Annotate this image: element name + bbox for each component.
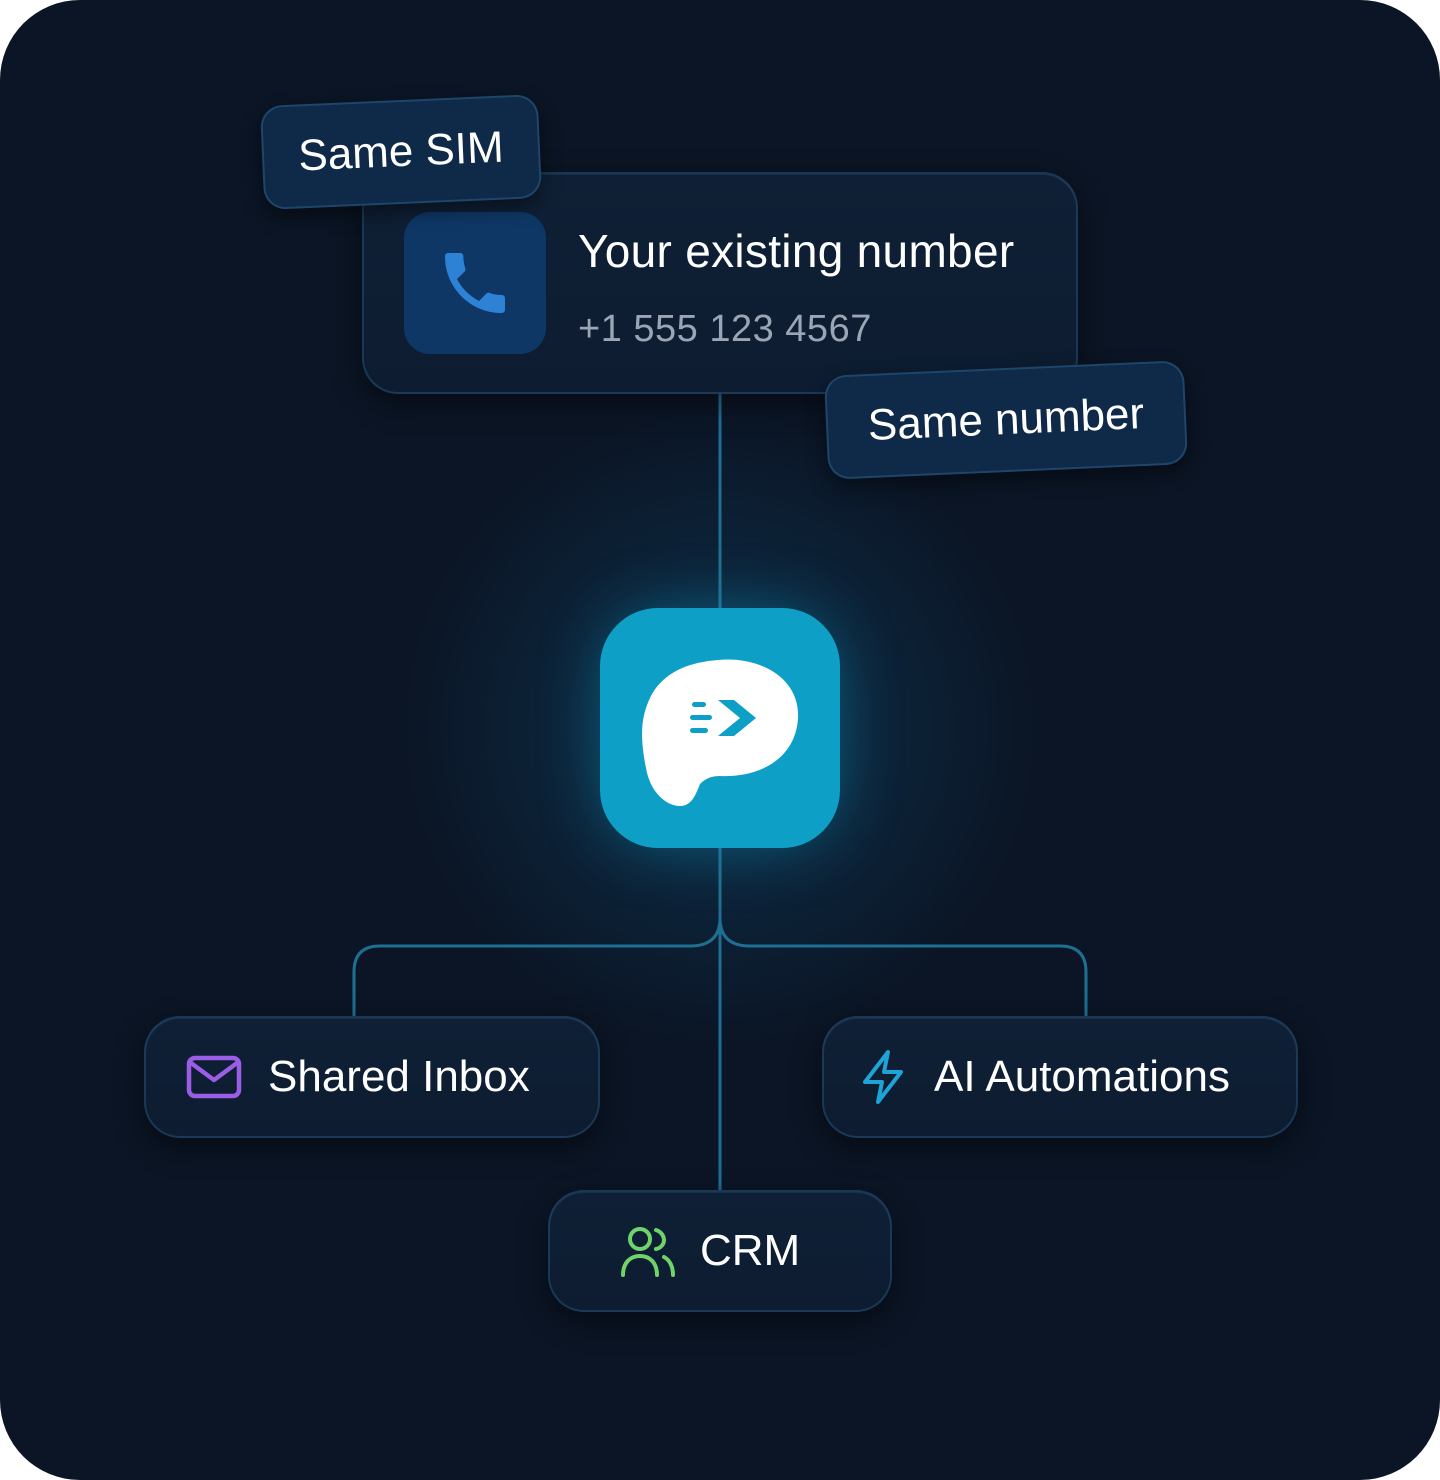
mail-icon — [186, 1053, 242, 1101]
number-card-title: Your existing number — [578, 225, 1015, 277]
shared-inbox-card: Shared Inbox — [144, 1016, 600, 1138]
crm-card: CRM — [548, 1190, 892, 1312]
phone-icon — [445, 253, 505, 313]
ai-automations-card: AI Automations — [822, 1016, 1298, 1138]
crm-label: CRM — [700, 1226, 801, 1275]
lightning-icon — [860, 1049, 906, 1105]
phone-tile — [404, 212, 546, 354]
same-number-badge: Same number — [823, 360, 1189, 480]
same-sim-badge: Same SIM — [259, 93, 543, 211]
hub-app-icon — [600, 608, 840, 848]
connector-hub-to-ai — [718, 917, 1088, 1016]
phone-number: +1 555 123 4567 — [578, 308, 872, 350]
shared-inbox-label: Shared Inbox — [268, 1052, 530, 1101]
connector-hub-to-inbox — [352, 917, 722, 1016]
users-icon — [620, 1223, 676, 1279]
app-logo-icon — [642, 659, 799, 806]
ai-automations-label: AI Automations — [934, 1052, 1230, 1101]
existing-number-card: Your existing number +1 555 123 4567 — [362, 172, 1078, 394]
